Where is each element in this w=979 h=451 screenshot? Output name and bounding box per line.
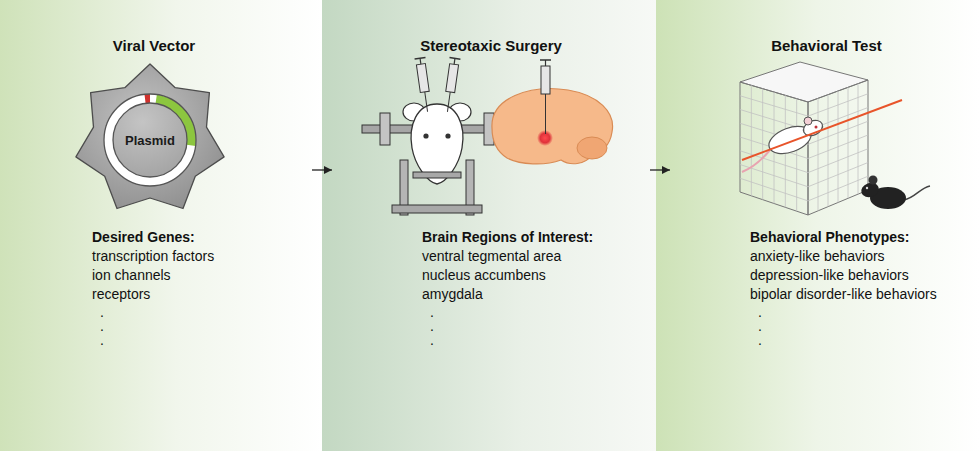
rat-head (411, 104, 463, 184)
rat-head (403, 103, 471, 184)
list-item: . (100, 332, 104, 348)
virus-particle (76, 64, 224, 209)
mouse-figure (866, 187, 868, 189)
syringe (545, 94, 546, 134)
tracking-line (742, 100, 902, 160)
mouse-figure (859, 176, 930, 210)
syringe (415, 57, 426, 59)
syringe (415, 57, 461, 112)
panel-title: Stereotaxic Surgery (336, 36, 646, 56)
cage-grid (808, 94, 868, 116)
cage-grid (808, 149, 868, 173)
mouse-figure (904, 186, 930, 200)
list-item: anxiety-like behaviors (750, 247, 885, 265)
list-item: . (430, 332, 434, 348)
cage-grid (740, 151, 808, 173)
cage-grid (740, 96, 808, 116)
syringe (541, 66, 550, 94)
list-item: . (758, 318, 762, 334)
list-heading: Desired Genes: (92, 228, 195, 246)
syringe (446, 64, 459, 93)
tracking-line (742, 100, 902, 160)
list-item: ventral tegmental area (422, 247, 561, 265)
list-item: nucleus accumbens (422, 266, 546, 284)
list-item: receptors (92, 285, 150, 303)
list-item: . (100, 318, 104, 334)
mouse-figure (869, 176, 878, 185)
step-panel: Plasmid Viral VectorDesired Genes:transcr… (0, 0, 308, 451)
syringe (419, 58, 421, 64)
list-item: bipolar disorder-like behaviors (750, 285, 937, 303)
syringe (416, 64, 429, 93)
list-item: . (100, 304, 104, 320)
brain-sagittal (492, 89, 613, 164)
list-item: ion channels (92, 266, 171, 284)
rat-figure (804, 117, 812, 125)
plasmid-circle: Plasmid (102, 92, 198, 188)
syringe (454, 58, 456, 64)
rat-figure (815, 126, 818, 129)
syringe (540, 60, 551, 134)
syringe (425, 92, 428, 112)
panel-title: Viral Vector (0, 36, 308, 56)
cage-grid (808, 135, 868, 159)
open-field-cage (740, 62, 868, 102)
rat-head (445, 133, 450, 138)
list-heading: Behavioral Phenotypes: (750, 228, 910, 246)
syringe (540, 59, 551, 61)
step-panel: Stereotaxic SurgeryBrain Regions of Inte… (336, 0, 646, 451)
step-panel: Behavioral TestBehavioral Phenotypes:anx… (674, 0, 979, 451)
list-item: transcription factors (92, 247, 214, 265)
syringe (545, 60, 546, 66)
list-item: . (430, 304, 434, 320)
rat-head (413, 172, 461, 178)
cage-grid (740, 178, 808, 201)
plasmid-label: Plasmid (125, 133, 175, 148)
panel-background (656, 0, 979, 451)
stereotaxic-frame (392, 205, 482, 213)
cage-grid (740, 84, 868, 212)
flow-arrow (312, 169, 332, 170)
cage-grid (808, 108, 868, 131)
list-item: . (430, 318, 434, 334)
stereotaxic-frame (380, 113, 390, 145)
rat-figure (801, 117, 825, 138)
list-item: . (758, 332, 762, 348)
virus-particle (76, 64, 224, 209)
syringe (447, 92, 450, 112)
syringe (450, 58, 461, 60)
brain-sagittal (577, 137, 607, 159)
cage-grid (808, 163, 868, 187)
panel-background (322, 0, 656, 451)
syringe (442, 58, 460, 113)
flow-arrow (650, 169, 670, 170)
list-heading: Brain Regions of Interest: (422, 228, 593, 246)
list-item: amygdala (422, 285, 483, 303)
rat-head (423, 133, 428, 138)
cage-grid (808, 176, 868, 201)
syringe (415, 57, 433, 112)
open-field-cage (808, 80, 868, 215)
open-field-cage (740, 62, 868, 215)
panel-title: Behavioral Test (674, 36, 979, 56)
rat-figure (742, 150, 770, 172)
panel-background (0, 0, 322, 451)
brain-sagittal (492, 89, 613, 164)
list-item: depression-like behaviors (750, 266, 909, 284)
list-item: . (758, 304, 762, 320)
